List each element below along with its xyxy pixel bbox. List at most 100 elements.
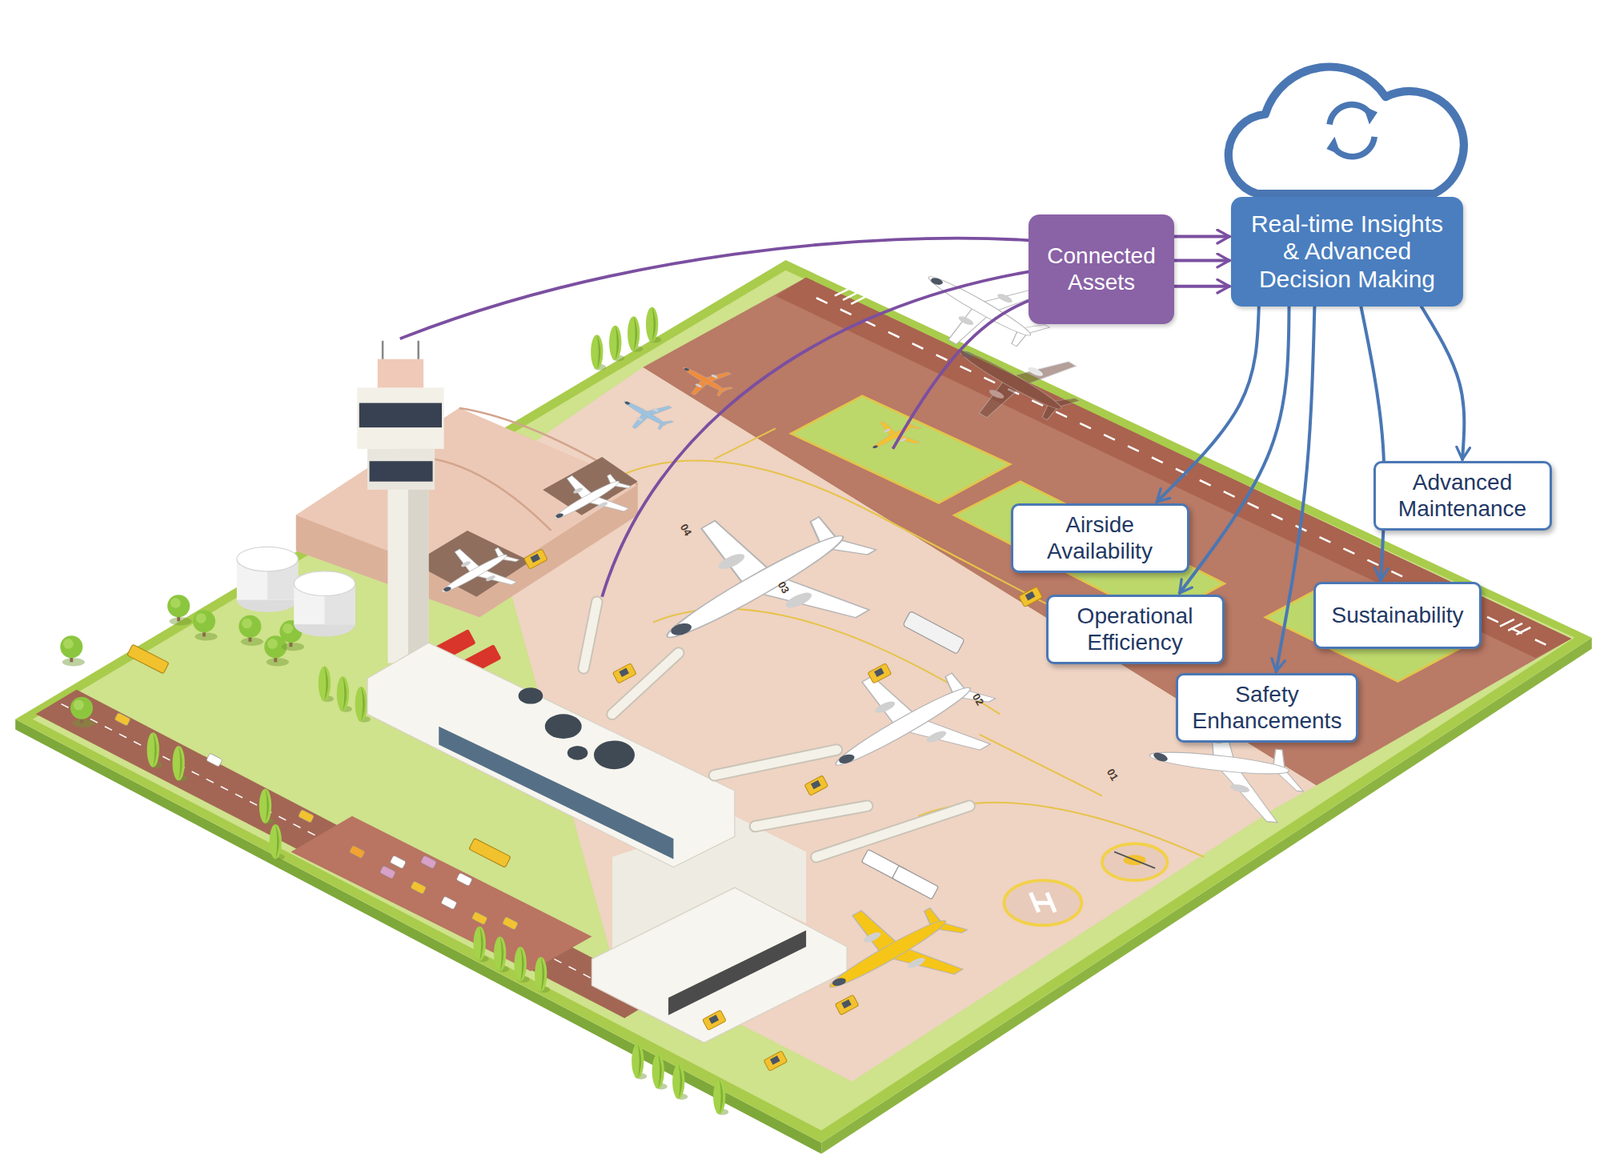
connector-arrow — [1174, 259, 1230, 263]
car — [469, 838, 511, 868]
taxiway-area — [1507, 623, 1523, 631]
car — [420, 855, 438, 870]
plane — [914, 324, 1109, 438]
apron — [979, 734, 1103, 796]
tree — [672, 1064, 688, 1101]
tree — [318, 665, 334, 702]
terminal — [438, 726, 674, 860]
terminal — [593, 741, 635, 770]
tree — [60, 635, 85, 666]
car — [114, 712, 132, 726]
connector-arrow — [1156, 306, 1259, 502]
ground-vehicle — [612, 663, 637, 684]
jet-bridge — [816, 806, 970, 858]
control-tower — [417, 340, 420, 360]
plane — [413, 251, 1109, 609]
terminal — [591, 887, 847, 1043]
control-tower — [359, 403, 442, 429]
plane — [590, 489, 925, 682]
helipad — [1030, 892, 1056, 912]
taxiway-area — [842, 292, 858, 301]
tree — [534, 957, 550, 994]
jet-bridge — [713, 749, 837, 776]
taxiway-area — [1499, 619, 1515, 627]
tree — [473, 926, 490, 963]
taxiway-area — [850, 296, 866, 305]
fuel-tank — [236, 546, 298, 572]
tree — [336, 676, 353, 713]
jet-bridge — [612, 653, 679, 714]
jet-bridge — [754, 806, 867, 827]
helipad — [1114, 851, 1155, 868]
tree — [147, 732, 163, 769]
tree — [590, 334, 606, 371]
terminal — [567, 745, 588, 761]
control-tower — [356, 340, 444, 664]
tree — [70, 697, 96, 728]
tree — [645, 307, 662, 344]
asset-leader-line — [893, 297, 1038, 450]
cloud-icon — [1228, 67, 1464, 195]
taxiway-area — [1515, 627, 1531, 635]
box-label: Sustainability — [1331, 602, 1464, 629]
car — [409, 880, 427, 895]
box-label: Advanced Maintenance — [1388, 469, 1537, 522]
car — [471, 911, 489, 926]
box-label: Safety Enhancements — [1190, 681, 1344, 734]
tree — [238, 615, 264, 646]
plane — [413, 537, 538, 609]
jet-bridge — [583, 601, 598, 669]
plane — [590, 489, 1322, 1017]
helipad — [1102, 843, 1168, 881]
tree — [192, 609, 218, 641]
control-tower — [369, 461, 434, 482]
fuel-tank — [293, 571, 355, 597]
asset-leader-line — [400, 238, 1037, 340]
control-tower — [387, 479, 429, 663]
car — [389, 855, 407, 870]
box-label: Real-time Insights & Advanced Decision M… — [1242, 210, 1452, 294]
connector-arrow — [1174, 235, 1230, 239]
ground-vehicle — [867, 663, 892, 684]
car — [205, 753, 223, 767]
apron — [713, 428, 775, 459]
box-label: Airside Availability — [1026, 512, 1175, 564]
stand-number: 01 — [1104, 766, 1121, 783]
plane — [605, 390, 686, 437]
tree — [631, 1043, 647, 1080]
car — [297, 809, 315, 823]
plane — [777, 651, 1033, 799]
connector-arrow — [1179, 306, 1290, 594]
control-tower — [356, 387, 444, 449]
terminal — [367, 642, 847, 1043]
car — [379, 865, 397, 879]
terminal — [518, 687, 544, 704]
jet-bridge — [583, 601, 598, 669]
ground — [32, 270, 1575, 1131]
control-tower — [408, 479, 429, 663]
ground-vehicle — [892, 866, 939, 900]
plane — [779, 889, 1000, 1017]
ground-vehicle — [834, 994, 859, 1015]
hangar — [296, 408, 638, 618]
terminal — [367, 642, 735, 867]
ground-vehicle — [763, 1050, 788, 1071]
ground — [15, 260, 1592, 1155]
helipad — [1003, 880, 1082, 926]
jet-bridge — [754, 806, 867, 827]
tree — [269, 824, 285, 861]
car — [127, 644, 169, 674]
asset-leader-line — [400, 238, 1037, 598]
ground — [15, 260, 1592, 1143]
cloud-icon — [1228, 67, 1464, 195]
helipad — [1003, 843, 1167, 926]
road — [290, 816, 592, 972]
tree — [652, 1054, 668, 1091]
box-label: Operational Efficiency — [1061, 603, 1210, 655]
tree — [609, 325, 625, 362]
control-tower — [377, 359, 424, 389]
benefit-box: Operational Efficiency — [1046, 594, 1225, 665]
benefit-box: Sustainability — [1313, 581, 1482, 650]
